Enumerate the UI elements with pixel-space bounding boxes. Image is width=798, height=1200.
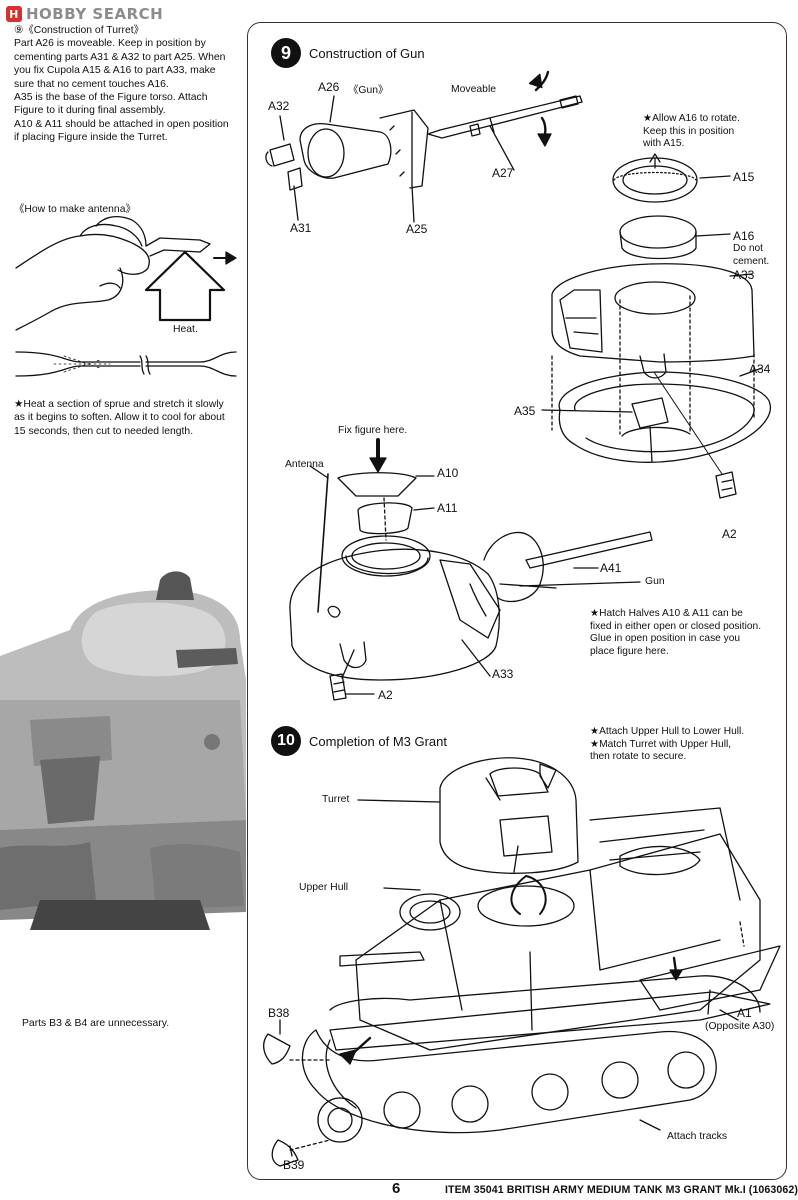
label-a32: A32 [268,99,290,113]
turret-paragraph-2: A35 is the base of the Figure torso. Att… [14,92,208,117]
turret-section-title: ⑨《Construction of Turret》 [14,25,145,36]
label-do-not-cement: Do not cement. [733,243,770,267]
label-a31: A31 [290,221,312,235]
label-attach-tracks: Attach tracks [667,1131,728,1142]
label-a33-top: A33 [733,268,755,282]
label-opposite-a30: (Opposite A30) [705,1021,775,1032]
turret-paragraph-3: A10 & A11 should be attached in open pos… [14,118,229,144]
antenna-note: ★Heat a section of sprue and stretch it … [14,399,225,437]
label-a2-top: A2 [722,527,737,541]
stretched-sprue-diagram [15,351,237,377]
label-a25: A25 [406,222,428,236]
label-a15: A15 [733,170,755,184]
watermark-text: HOBBY SEARCH [26,5,164,23]
label-moveable: Moveable [451,84,497,95]
label-a16: A16 [733,229,755,243]
label-a34: A34 [749,362,771,376]
label-gun: Gun [645,576,665,587]
turret-paragraph-1: Part A26 is moveable. Keep in position b… [14,38,226,90]
label-a2-bottom: A2 [378,688,393,702]
label-fix-figure: Fix figure here. [338,425,408,436]
label-a11: A11 [437,501,458,515]
label-a41: A41 [600,561,622,575]
label-b38: B38 [268,1006,290,1020]
label-a33-bottom: A33 [492,667,514,681]
logo-badge-icon: H [6,6,22,22]
antenna-section-title: 《How to make antenna》 [14,204,136,215]
hobby-search-watermark: H HOBBY SEARCH [6,4,163,24]
step-10-header: 10 Completion of M3 Grant [271,726,447,756]
label-a26: A26 [318,80,340,94]
unnecessary-parts-note: Parts B3 & B4 are unnecessary. [22,1018,170,1029]
label-a27: A27 [492,166,514,180]
step-10-number: 10 [271,726,301,756]
m3-grant-tank-drawing [262,757,781,1167]
step-10-notes: ★Attach Upper Hull to Lower Hull. ★Match… [590,726,745,763]
turret-with-hatch-drawing [289,438,653,701]
cupola-exploded-drawing [612,153,731,260]
instruction-frame [247,22,787,1180]
turret-instructions: ⑨《Construction of Turret》 Part A26 is mo… [14,24,236,145]
finished-model-photo [0,560,248,940]
label-gun-tag: 《Gun》 [348,85,389,96]
step-9-header: 9 Construction of Gun [271,38,425,68]
note-hatch: ★Hatch Halves A10 & A11 can be fixed in … [590,608,762,657]
gun-assembly-drawing [265,70,583,223]
label-a35: A35 [514,404,536,418]
note-a16-rotate: ★Allow A16 to rotate. Keep this in posit… [643,113,740,150]
step-9-number: 9 [271,38,301,68]
heat-label: Heat. [173,324,198,335]
label-b39: B39 [283,1158,305,1172]
turret-shell-drawing [551,263,755,435]
turret-base-a34-drawing [541,367,772,499]
item-footer: ITEM 35041 BRITISH ARMY MEDIUM TANK M3 G… [445,1184,798,1196]
label-turret: Turret [322,794,350,805]
label-upper-hull: Upper Hull [299,882,349,893]
step-10-title: Completion of M3 Grant [309,733,448,749]
step-9-title: Construction of Gun [309,45,425,61]
label-antenna: Antenna [285,459,324,470]
hand-stretching-sprue-illustration [15,215,211,331]
label-a1: A1 [737,1006,752,1020]
page-number: 6 [392,1180,401,1197]
label-a10: A10 [437,466,459,480]
